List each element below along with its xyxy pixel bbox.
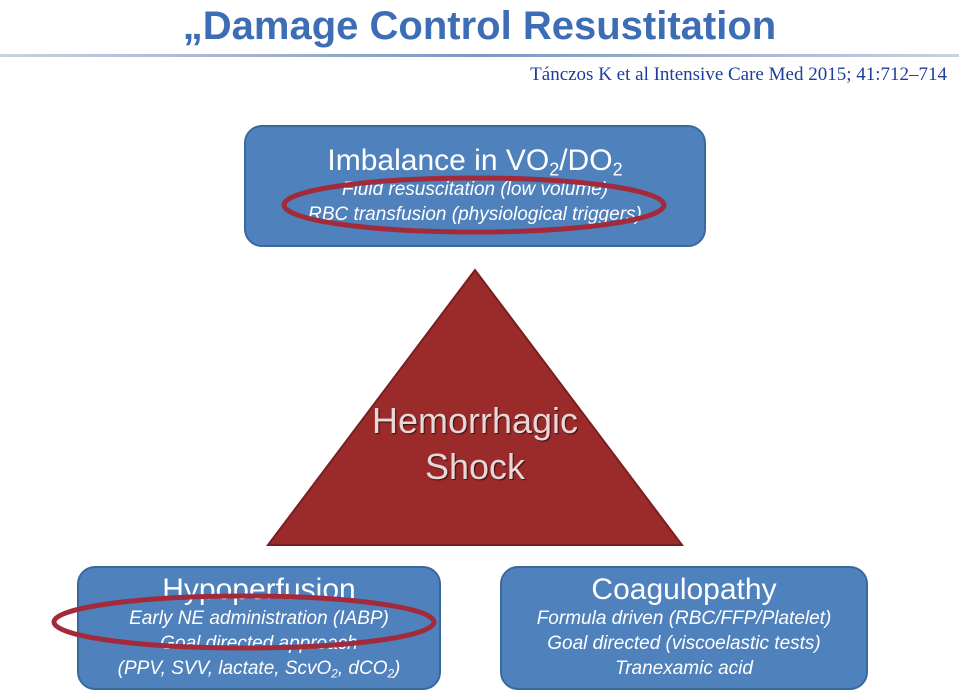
hypoperfusion-line-goal: Goal directed approach: [160, 633, 358, 654]
center-label-line1: Hemorrhagic: [371, 400, 579, 441]
center-label-line2: Shock: [424, 446, 526, 487]
page-title: „Damage Control Resustitation: [182, 4, 777, 48]
coagulopathy-line-goal: Goal directed (viscoelastic tests): [547, 633, 821, 654]
imbalance-line-fluid: Fluid resuscitation (low volume): [341, 179, 609, 200]
coagulopathy-title: Coagulopathy: [591, 573, 777, 606]
title-divider: [0, 54, 959, 57]
imbalance-box: Imbalance in VO2/DO2 Fluid resuscitation…: [244, 125, 706, 247]
imbalance-line-rbc: RBC transfusion (physiological triggers): [308, 204, 642, 225]
hypoperfusion-line-params: (PPV, SVV, lactate, ScvO2, dCO2): [117, 658, 401, 681]
hypoperfusion-box: Hypoperfusion Early NE administration (I…: [77, 566, 441, 690]
coagulopathy-line-txa: Tranexamic acid: [615, 658, 753, 679]
hypoperfusion-title: Hypoperfusion: [162, 573, 356, 606]
imbalance-title: Imbalance in VO2/DO2: [327, 144, 623, 180]
citation: Tánczos K et al Intensive Care Med 2015;…: [530, 64, 947, 85]
coagulopathy-line-formula: Formula driven (RBC/FFP/Platelet): [536, 608, 832, 629]
hypoperfusion-line-ne: Early NE administration (IABP): [129, 608, 389, 629]
coagulopathy-box: Coagulopathy Formula driven (RBC/FFP/Pla…: [500, 566, 868, 690]
